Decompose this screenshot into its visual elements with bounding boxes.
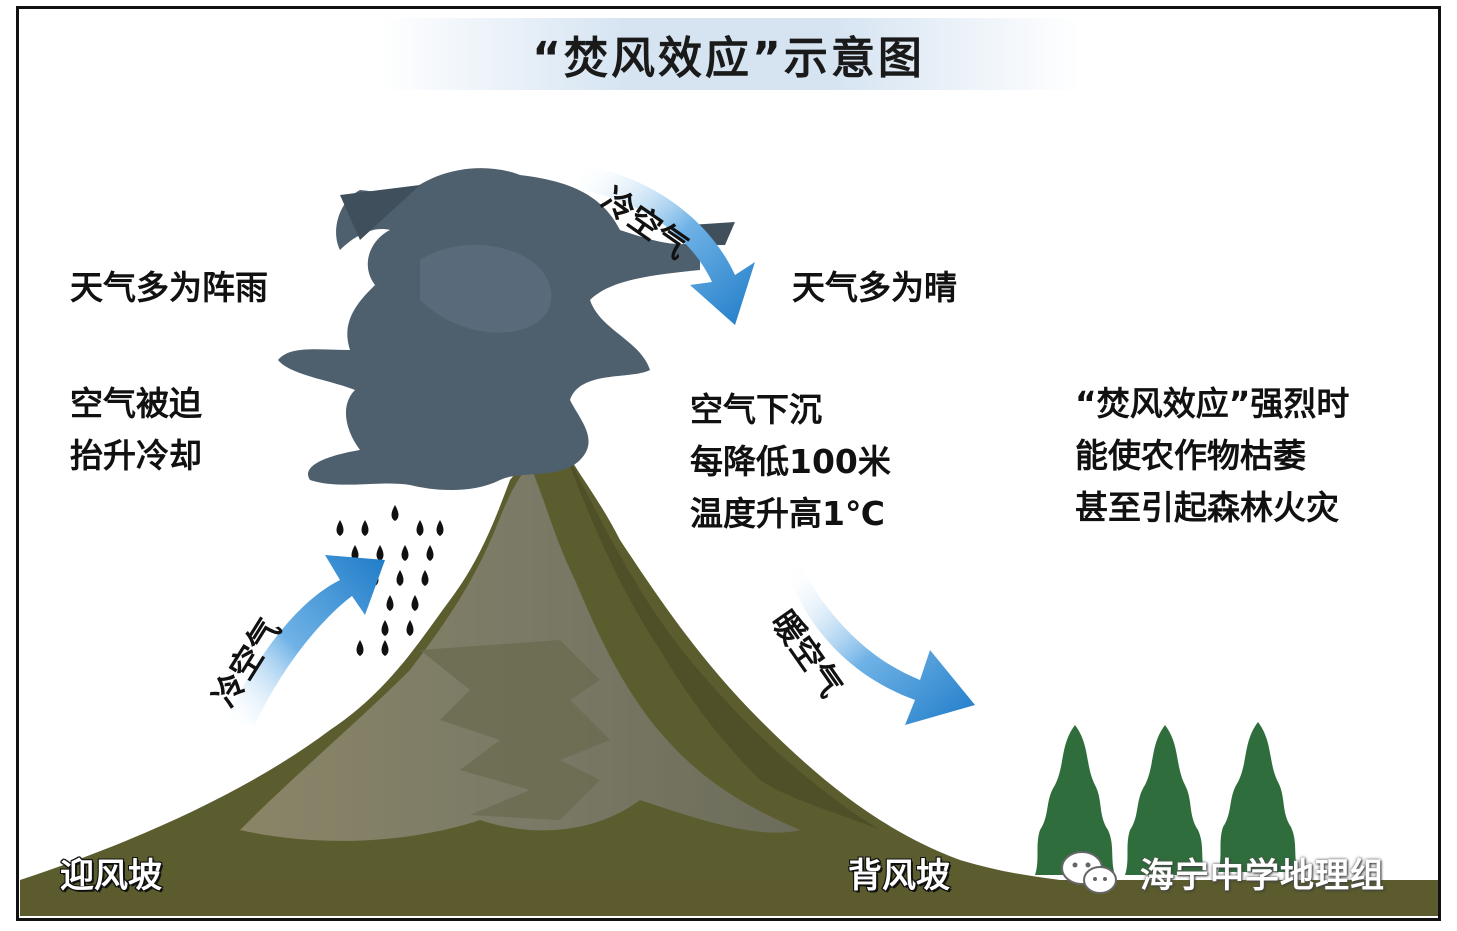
watermark-text: 海宁中学地理组 [1140, 856, 1385, 896]
tree [1035, 725, 1115, 875]
cloud-wisp [340, 185, 420, 240]
rain-drop [391, 505, 399, 521]
leeward-process-label: 空气下沉 每降低100米 温度升高1℃ [690, 384, 891, 540]
leeward-process-line: 每降低100米 [690, 442, 891, 481]
rain-drop [396, 570, 404, 586]
rain-drop [381, 640, 389, 656]
rain-drop [416, 520, 424, 536]
leeward-process-line: 空气下沉 [690, 390, 822, 429]
rain-drop [361, 520, 369, 536]
arrow-top-cold-air [580, 165, 755, 325]
effect-line: “焚风效应”强烈时 [1075, 384, 1350, 423]
rain-drop [436, 520, 444, 536]
rain-drop [376, 545, 384, 561]
foehn-effect-description: “焚风效应”强烈时 能使农作物枯萎 甚至引起森林火灾 [1075, 378, 1349, 534]
leeward-slope-label: 背风坡 [847, 855, 951, 897]
rain-drop [426, 545, 434, 561]
effect-line: 能使农作物枯萎 [1075, 436, 1306, 475]
effect-line: 甚至引起森林火灾 [1075, 488, 1339, 527]
tree [1218, 722, 1298, 872]
windward-weather-label: 天气多为阵雨 [70, 268, 268, 307]
arrow-descending-warm-air [790, 565, 975, 725]
trees [1035, 722, 1298, 875]
leeward-process-line: 温度升高1℃ [690, 494, 885, 533]
rain-drop [351, 545, 359, 561]
rain-drop [421, 570, 429, 586]
windward-process-label: 空气被迫 抬升冷却 [70, 378, 202, 482]
watermark: 海宁中学地理组 [1140, 848, 1385, 897]
rain-drop [401, 545, 409, 561]
ground [20, 880, 1438, 916]
leeward-weather-label: 天气多为晴 [792, 268, 957, 307]
rain-drops [336, 505, 444, 656]
tree [1125, 725, 1205, 875]
title-band [380, 18, 1080, 90]
diagram-title: “焚风效应”示意图 [532, 33, 925, 84]
rain-drop [406, 620, 414, 636]
windward-process-line: 抬升冷却 [70, 436, 202, 475]
arrow-rising-cold-air [225, 555, 385, 725]
rain-drop [356, 640, 364, 656]
rain-drop [411, 595, 419, 611]
rain-drop [381, 620, 389, 636]
wechat-icon [1061, 851, 1117, 894]
mountain-ridge [420, 640, 610, 820]
cloud-highlight [420, 245, 552, 333]
windward-slope-label: 迎风坡 [59, 855, 163, 897]
windward-process-line: 空气被迫 [70, 384, 202, 423]
rain-drop [386, 595, 394, 611]
rain-drop [336, 520, 344, 536]
